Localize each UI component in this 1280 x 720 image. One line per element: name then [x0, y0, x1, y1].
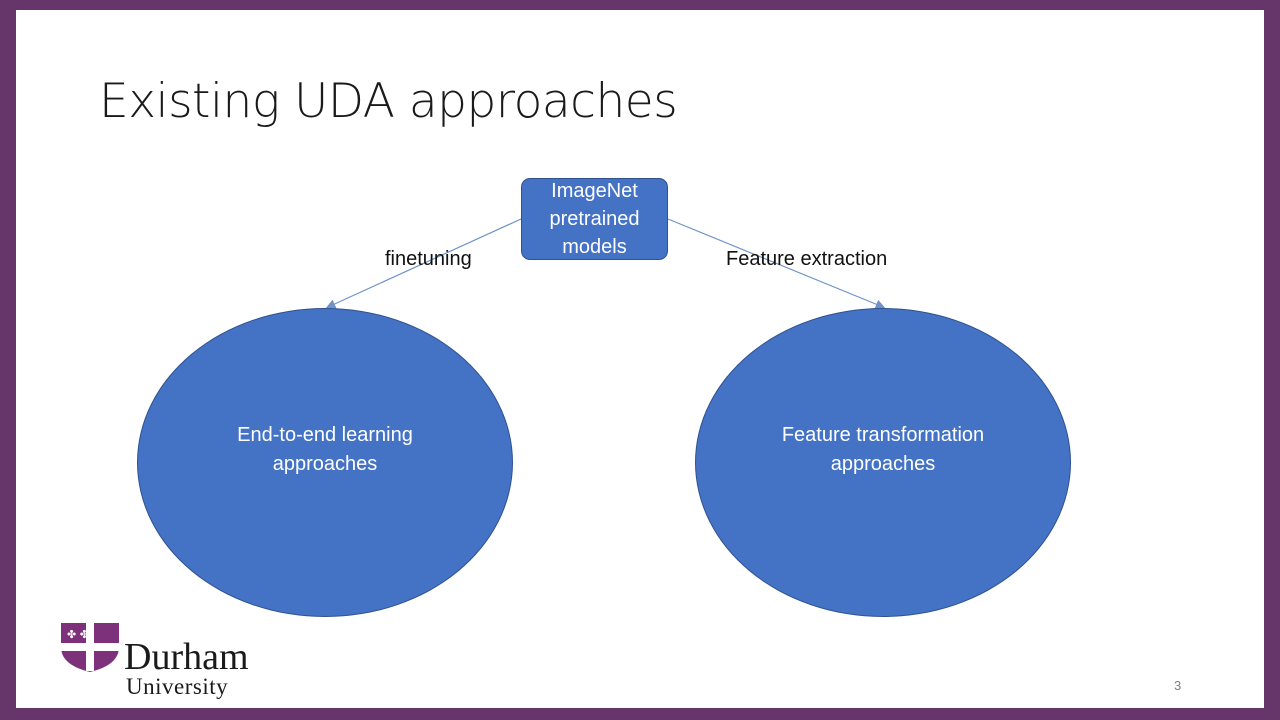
logo-name: Durham [124, 636, 249, 678]
root-node-imagenet: ImageNet pretrained models [521, 178, 668, 260]
connector-feature-extraction [667, 218, 886, 309]
root-node-line: models [562, 236, 627, 258]
slide: Existing UDA approaches ImageNet pretrai… [16, 10, 1264, 708]
edge-label-feature-extraction: Feature extraction [726, 248, 888, 270]
root-node-line: ImageNet [551, 180, 638, 202]
slide-title: Existing UDA approaches [99, 74, 678, 129]
node-line: approaches [830, 452, 936, 475]
node-feature-transformation: Feature transformation approaches [695, 308, 1071, 617]
connectors [325, 218, 886, 309]
logo-subtitle: University [126, 674, 229, 699]
shield-icon: ✤ ✤ [61, 623, 119, 672]
node-line: End-to-end learning [237, 423, 413, 446]
connector-finetuning [325, 218, 522, 309]
node-end-to-end-learning: End-to-end learning approaches [137, 308, 513, 617]
svg-text:✤ ✤: ✤ ✤ [67, 628, 89, 641]
node-line: Feature transformation [781, 423, 985, 446]
node-line: approaches [272, 452, 378, 475]
root-node-line: pretrained [549, 208, 640, 230]
durham-university-logo: ✤ ✤ Durham University [59, 621, 299, 701]
edge-label-finetuning: finetuning [385, 248, 472, 270]
page-number: 3 [1174, 678, 1182, 693]
